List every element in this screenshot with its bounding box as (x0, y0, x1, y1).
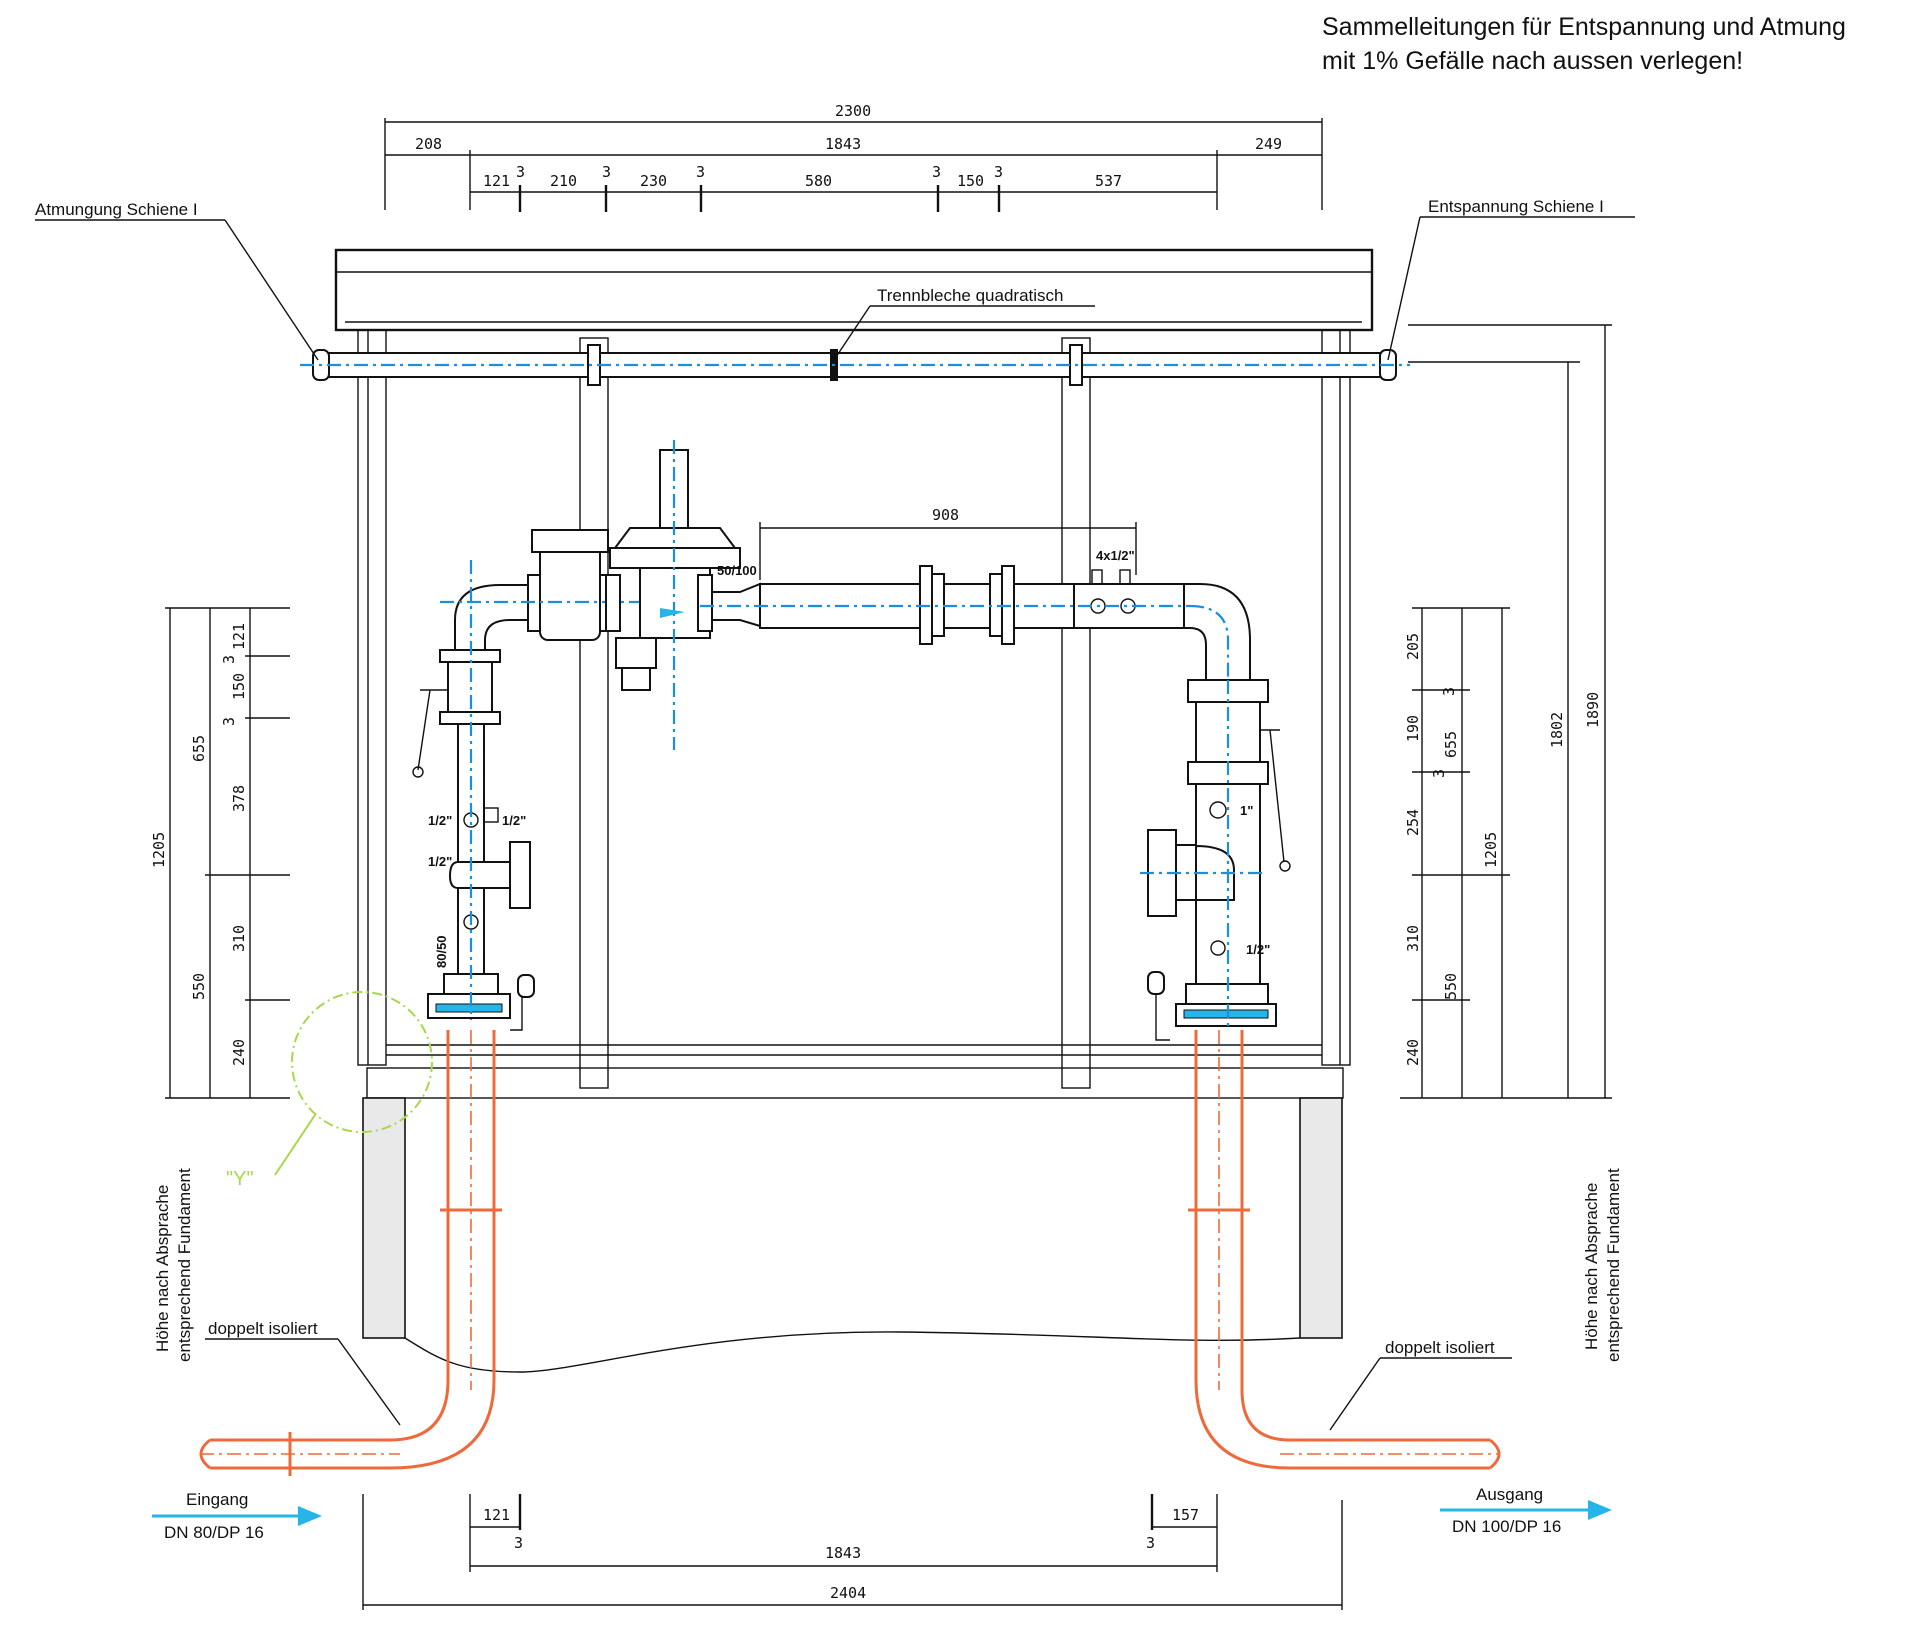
detail-y-marker: "Y" (226, 991, 433, 1190)
top-ports-label: 4x1/2" (1096, 548, 1135, 563)
dim-left-3: 3 (220, 717, 238, 726)
dim-left-6: 240 (230, 1039, 248, 1066)
dim-chain-10: 537 (1095, 172, 1122, 190)
dim-chain-0: 121 (483, 172, 510, 190)
dim-bottom-right-0: 157 (1172, 1506, 1199, 1524)
dim-left-5: 310 (230, 925, 248, 952)
dim-left-group-2: 1205 (150, 832, 168, 868)
dim-bottom-right-1: 3 (1146, 1534, 1155, 1552)
horizontal-pipe-run (700, 565, 1251, 690)
dim-right-group-0: 655 (1442, 731, 1460, 758)
dim-bottom-mid: 1843 (825, 1544, 861, 1562)
dim-top-overall: 2300 (835, 102, 871, 120)
left-dimensions: 121 3 150 3 378 310 240 655 550 1205 (150, 607, 290, 1099)
trennbleche-label: Trennbleche quadratisch (877, 286, 1064, 305)
label-trennbleche: Trennbleche quadratisch (833, 286, 1095, 361)
header-note-line1: Sammelleitungen für Entspannung und Atmu… (1322, 13, 1846, 41)
label-entspannung: Entspannung Schiene I (1387, 197, 1635, 361)
entspannung-label: Entspannung Schiene I (1428, 197, 1604, 216)
regulator-size-label: 50/100 (717, 563, 757, 578)
dim-pipe-run: 908 (932, 506, 959, 524)
header-note-line2: mit 1% Gefälle nach aussen verlegen! (1322, 47, 1744, 75)
left-port-2: 1/2" (502, 813, 526, 828)
dim-right-3: 3 (1430, 769, 1448, 778)
dim-right-5: 310 (1404, 925, 1422, 952)
doppelt-right-label: doppelt isoliert (1385, 1338, 1495, 1357)
dim-right-0: 205 (1404, 633, 1422, 660)
dim-left-0: 121 (230, 623, 248, 650)
dim-right-overall-0: 1802 (1548, 712, 1566, 748)
dim-chain-9: 3 (994, 163, 1003, 181)
outlet-riser (1140, 679, 1291, 1041)
inlet-flow: Eingang DN 80/DP 16 (152, 1490, 322, 1542)
dim-chain-6: 580 (805, 172, 832, 190)
left-port-1: 1/2" (428, 813, 452, 828)
dim-top-mid: 1843 (825, 135, 861, 153)
dim-top-left: 208 (415, 135, 442, 153)
dim-right-group-1: 550 (1442, 973, 1460, 1000)
right-port-1: 1" (1240, 803, 1253, 818)
eingang-dn-label: DN 80/DP 16 (164, 1523, 264, 1542)
foundation (362, 1097, 1343, 1373)
dim-chain-8: 150 (957, 172, 984, 190)
dim-left-group-0: 655 (190, 735, 208, 762)
label-doppelt-right: doppelt isoliert (1329, 1338, 1512, 1431)
cabinet-walls (357, 329, 1351, 1099)
outlet-arrow-icon (1588, 1500, 1612, 1520)
dim-chain-1: 3 (516, 163, 525, 181)
dim-right-6: 240 (1404, 1039, 1422, 1066)
dim-bottom-overall: 2404 (830, 1584, 866, 1602)
ausgang-label: Ausgang (1476, 1485, 1543, 1504)
label-doppelt-left: doppelt isoliert (205, 1319, 401, 1426)
hoehe-left-line1: Höhe nach Absprache (153, 1185, 172, 1352)
inlet-arrow-icon (298, 1506, 322, 1526)
dim-right-overall-1: 1890 (1584, 692, 1602, 728)
label-atmung: Atmungung Schiene I (35, 200, 319, 361)
hoehe-left-line2: entsprechend Fundament (175, 1168, 194, 1362)
dim-chain-5: 3 (696, 163, 705, 181)
hoehe-right-line2: entsprechend Fundament (1604, 1168, 1623, 1362)
right-dimensions: 205 3 190 3 254 310 240 655 550 1205 180… (1400, 324, 1612, 1099)
dim-left-2: 150 (230, 673, 248, 700)
dim-left-group-1: 550 (190, 973, 208, 1000)
dim-bottom-left-1: 3 (514, 1534, 523, 1552)
detail-y-label: "Y" (226, 1168, 254, 1190)
ausgang-dn-label: DN 100/DP 16 (1452, 1517, 1561, 1536)
dim-chain-3: 3 (602, 163, 611, 181)
right-port-2: 1/2" (1246, 942, 1270, 957)
insulated-inlet-pipe (199, 1030, 502, 1476)
inlet-riser (412, 529, 670, 1031)
eingang-label: Eingang (186, 1490, 248, 1509)
atmung-label: Atmungung Schiene I (35, 200, 198, 219)
vent-header-pipe (300, 344, 1410, 386)
left-port-3: 1/2" (428, 854, 452, 869)
left-flange-size-label: 80/50 (434, 935, 449, 968)
dim-top-right: 249 (1255, 135, 1282, 153)
dim-chain-7: 3 (932, 163, 941, 181)
top-dimensions: 2300 208 1843 249 121 3 210 3 230 3 580 … (384, 102, 1323, 580)
bottom-dimensions: 121 3 157 3 1843 2404 (362, 1494, 1343, 1610)
dim-right-4: 254 (1404, 809, 1422, 836)
dim-left-1: 3 (220, 655, 238, 664)
dim-right-group-2: 1205 (1482, 832, 1500, 868)
gas-regulator (605, 440, 741, 750)
dim-left-4: 378 (230, 785, 248, 812)
dim-bottom-left-0: 121 (483, 1506, 510, 1524)
insulated-outlet-pipe (1188, 1030, 1501, 1470)
cabinet-roof (334, 248, 1374, 332)
dim-chain-4: 230 (640, 172, 667, 190)
doppelt-left-label: doppelt isoliert (208, 1319, 318, 1338)
outlet-flow: Ausgang DN 100/DP 16 (1440, 1485, 1612, 1536)
hoehe-right-line1: Höhe nach Absprache (1582, 1183, 1601, 1350)
dim-right-1: 3 (1440, 687, 1458, 696)
dim-right-2: 190 (1404, 715, 1422, 742)
header-note: Sammelleitungen für Entspannung und Atmu… (1322, 10, 1846, 78)
dim-chain-2: 210 (550, 172, 577, 190)
